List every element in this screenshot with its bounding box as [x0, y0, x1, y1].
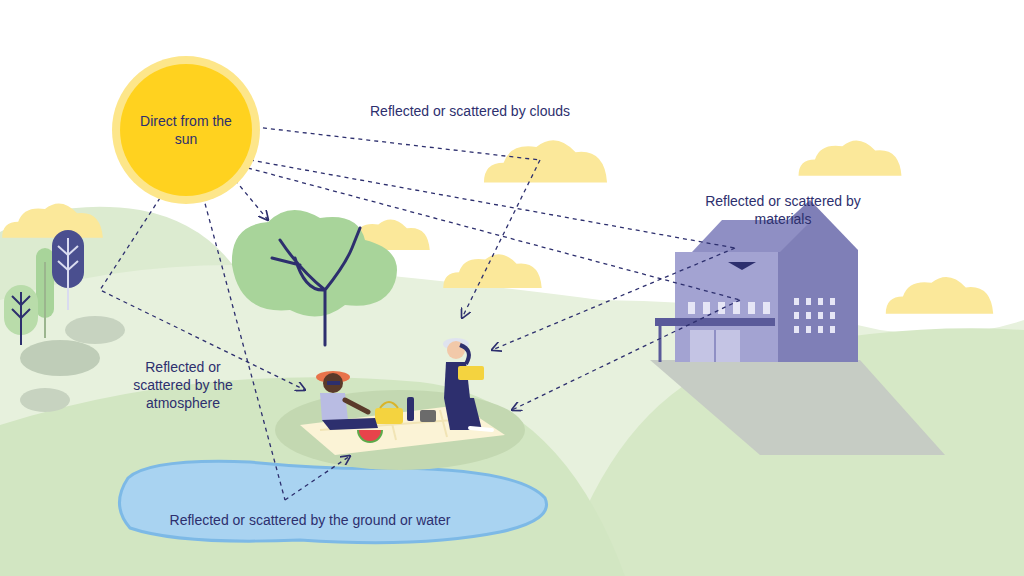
- path-label: Reflected or scattered by the ground or …: [150, 511, 470, 529]
- right-hill: [560, 328, 1024, 576]
- house: [650, 200, 945, 455]
- pond: [119, 461, 546, 542]
- path-label: Reflected or scattered by the atmosphere: [128, 358, 238, 413]
- picnic: [275, 338, 525, 470]
- path-label: Reflected or scattered by clouds: [350, 102, 590, 120]
- node-text: Direct from the sun: [136, 112, 236, 148]
- left-trees: [4, 230, 125, 412]
- path-label: Reflected or scattered by materials: [688, 192, 878, 228]
- tree: [232, 210, 397, 345]
- hill: [0, 265, 1024, 576]
- sun-circle: Direct from the sun: [120, 64, 252, 196]
- foreground-hill: [0, 377, 625, 576]
